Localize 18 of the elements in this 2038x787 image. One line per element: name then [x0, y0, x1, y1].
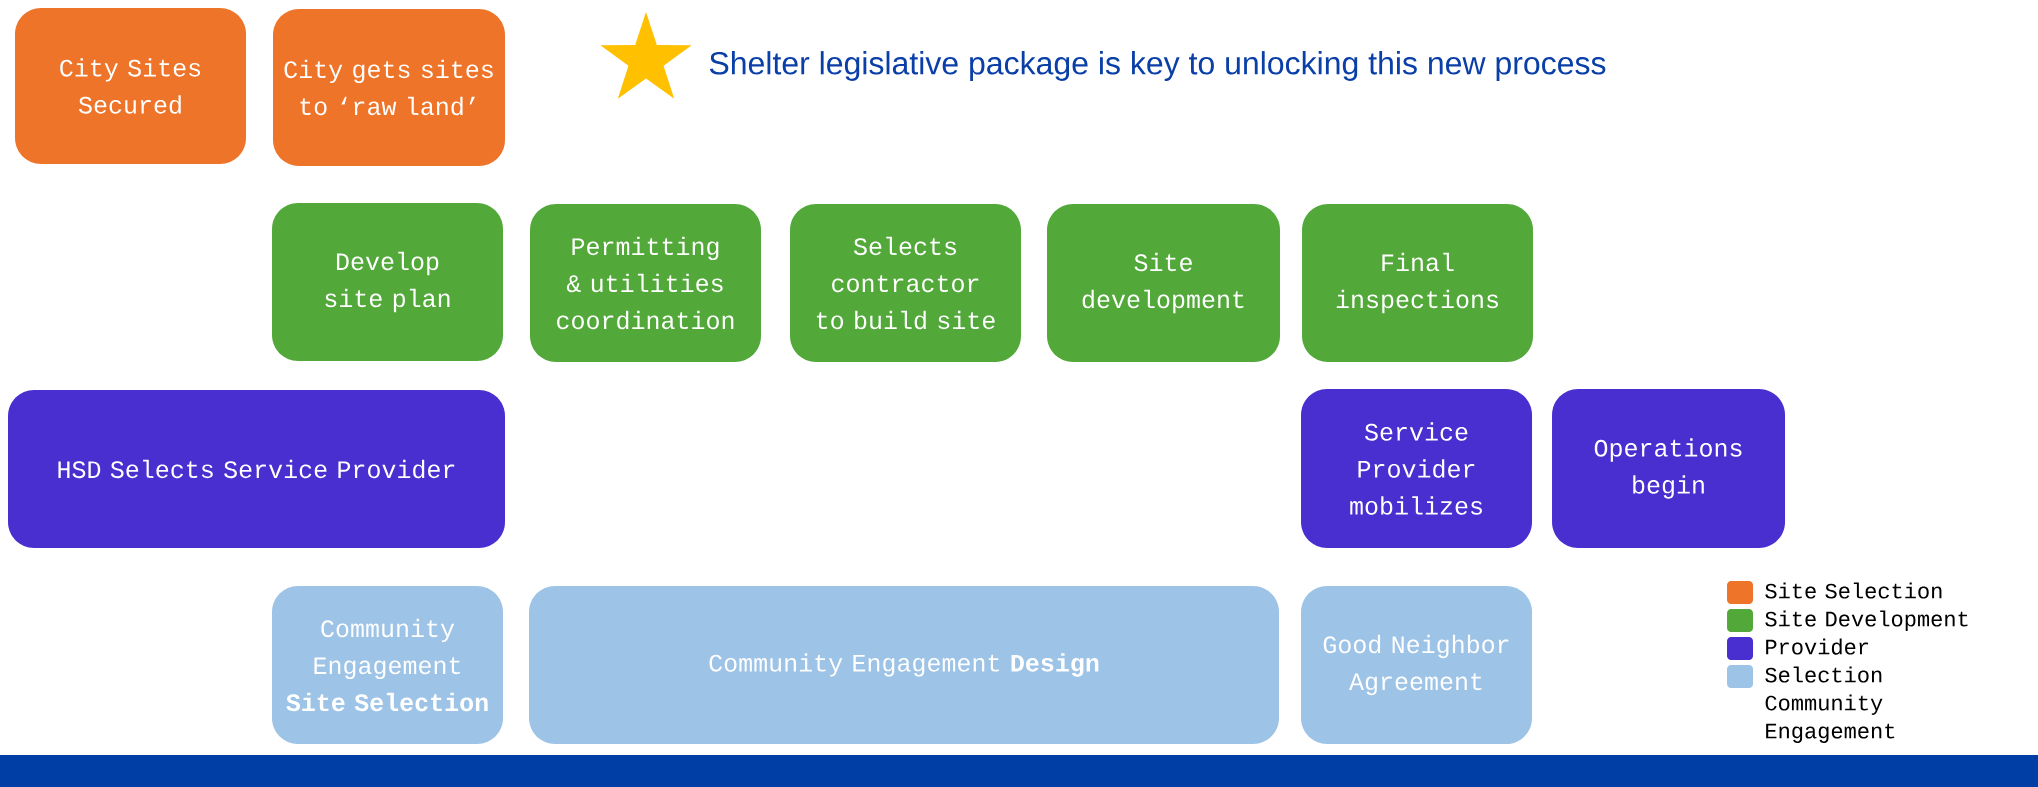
legend-label: Selection Community Engagement: [1765, 666, 1895, 743]
legend-label: Site Selection: [1765, 582, 1942, 599]
process-box: Community Engagement Site Selection: [272, 586, 503, 744]
process-box: Service Provider mobilizes: [1301, 389, 1532, 548]
process-box: Develop site plan: [272, 203, 503, 361]
process-box: HSD Selects Service Provider: [8, 390, 505, 548]
process-box: City gets sites to ‘raw land’: [273, 9, 505, 166]
process-box: Final inspections: [1302, 204, 1533, 362]
process-box: Operations begin: [1552, 389, 1785, 548]
process-box: Permitting & utilities coordination: [530, 204, 761, 362]
process-box: Good Neighbor Agreement: [1301, 586, 1532, 744]
note-text: Shelter legislative package is key to unlocking this new process: [709, 51, 1606, 81]
legend-label: Site Development: [1765, 610, 1968, 631]
process-box: Selects contractor to build site: [790, 204, 1021, 362]
process-box: Site development: [1047, 204, 1280, 362]
process-box: City Sites Secured: [15, 8, 246, 164]
process-box: Community Engagement Design: [529, 586, 1279, 744]
legend-label: Provider: [1766, 638, 1869, 655]
